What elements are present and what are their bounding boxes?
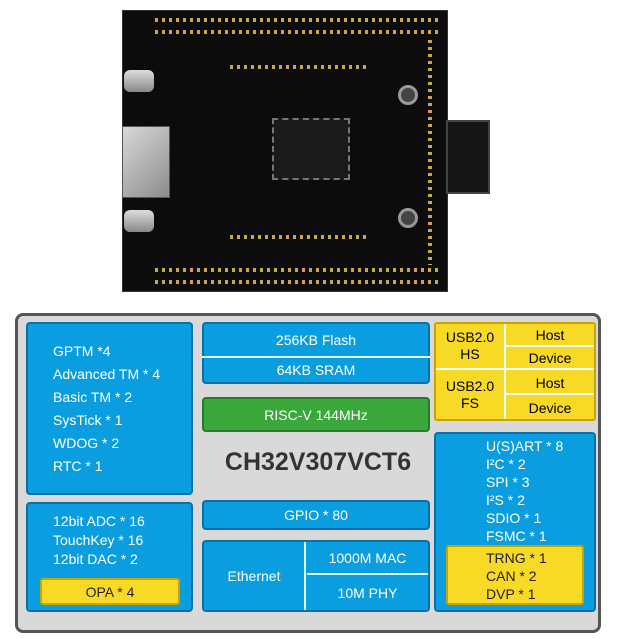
pin-header-mid-top bbox=[230, 65, 370, 69]
usb-hs-host: Host bbox=[506, 324, 594, 347]
timer-item: WDOG * 2 bbox=[53, 435, 120, 451]
usb-hs-device: Device bbox=[506, 347, 594, 370]
sram-label: 64KB SRAM bbox=[276, 362, 356, 378]
mac-label: 1000M MAC bbox=[307, 542, 428, 575]
chip-title: CH32V307VCT6 bbox=[224, 448, 412, 476]
ethernet-label: Ethernet bbox=[204, 542, 306, 610]
timers-block: GPTM *4 Advanced TM * 4 Basic TM * 2 Sys… bbox=[26, 322, 193, 495]
usb-hs-label: USB2.0 bbox=[445, 329, 495, 345]
comms-item: U(S)ART * 8 bbox=[486, 438, 564, 454]
memory-block bbox=[202, 322, 430, 384]
comms-item: FSMC * 1 bbox=[486, 528, 547, 544]
analog-item: 12bit DAC * 2 bbox=[53, 551, 138, 567]
core-block: RISC-V 144MHz bbox=[202, 397, 430, 432]
timer-item: SysTick * 1 bbox=[53, 412, 123, 428]
pin-header-mid-bottom bbox=[230, 235, 370, 239]
comms-item: SDIO * 1 bbox=[486, 510, 542, 526]
phy-label: 10M PHY bbox=[337, 585, 398, 601]
pin-header-right bbox=[428, 40, 432, 265]
timer-item: Advanced TM * 4 bbox=[53, 366, 161, 382]
comms-item: I²C * 2 bbox=[486, 456, 526, 472]
pin-header-top-inner bbox=[155, 30, 440, 34]
usb-fs-device: Device bbox=[528, 399, 572, 416]
usb-fs-host: Host bbox=[506, 372, 594, 395]
flash-label: 256KB Flash bbox=[202, 324, 430, 358]
usb-fs-speed: FS bbox=[461, 394, 479, 411]
usb-fs-label: USB2.0 bbox=[445, 377, 495, 394]
pin-header-bottom bbox=[155, 268, 440, 272]
extras-item: CAN * 2 bbox=[486, 568, 537, 584]
pin-header-top bbox=[155, 18, 440, 22]
mcu-chip bbox=[272, 118, 350, 180]
extras-item: DVP * 1 bbox=[486, 586, 536, 602]
analog-item: TouchKey * 16 bbox=[53, 532, 144, 548]
ethernet-jack bbox=[122, 126, 170, 198]
usb-c-port-top bbox=[124, 70, 154, 92]
debug-connector bbox=[446, 120, 490, 194]
usb-block bbox=[434, 322, 596, 421]
timer-item: GPTM *4 bbox=[53, 343, 111, 359]
comms-item: SPI * 3 bbox=[486, 474, 530, 490]
timer-item: RTC * 1 bbox=[53, 458, 103, 474]
extras-item: TRNG * 1 bbox=[486, 550, 547, 566]
comms-item: I²S * 2 bbox=[486, 492, 525, 508]
extras-block: TRNG * 1 CAN * 2 DVP * 1 bbox=[446, 545, 584, 605]
usb-hs-speed: HS bbox=[460, 346, 480, 362]
timer-item: Basic TM * 2 bbox=[53, 389, 133, 405]
reset-button bbox=[398, 208, 418, 228]
analog-item: 12bit ADC * 16 bbox=[53, 513, 145, 529]
ethernet-block bbox=[202, 540, 430, 612]
usb-c-port-bottom bbox=[124, 210, 154, 232]
gpio-block: GPIO * 80 bbox=[202, 500, 430, 530]
opa-block: OPA * 4 bbox=[40, 578, 180, 605]
user-button bbox=[398, 85, 418, 105]
pin-header-bottom-inner bbox=[155, 280, 440, 284]
